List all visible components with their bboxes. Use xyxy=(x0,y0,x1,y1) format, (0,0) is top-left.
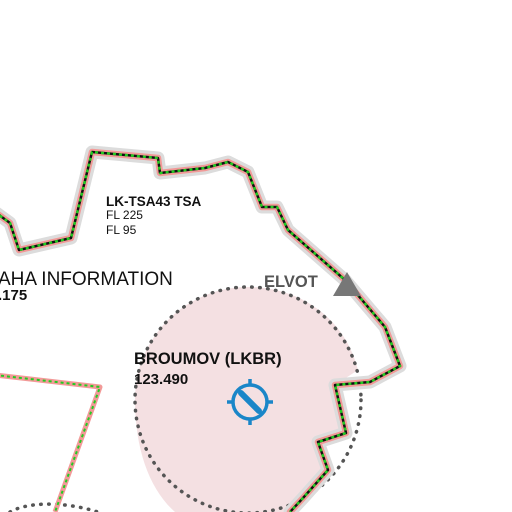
tsa-lower-limit-label: FL 95 xyxy=(106,223,137,237)
waypoint-triangle-icon[interactable] xyxy=(333,272,361,296)
airfield-icon[interactable] xyxy=(227,379,273,425)
fir-sector-frequency-label: .175 xyxy=(0,287,27,304)
tsa-boundary-green xyxy=(0,150,402,512)
area-boundary-green xyxy=(0,374,101,512)
airfield-zone-boundary xyxy=(133,285,363,512)
airfield-frequency-label: 123.490 xyxy=(134,371,188,388)
fir-sector-name-label: AHA INFORMATION xyxy=(0,269,173,290)
tsa-upper-limit-label: FL 225 xyxy=(106,208,143,222)
airfield-name-label: BROUMOV (LKBR) xyxy=(134,350,282,368)
area-boundary-red xyxy=(0,373,103,512)
tsa-name-label: LK-TSA43 TSA xyxy=(106,194,202,209)
adjacent-zone-boundary xyxy=(8,502,100,512)
waypoint-name-label: ELVOT xyxy=(264,273,318,291)
